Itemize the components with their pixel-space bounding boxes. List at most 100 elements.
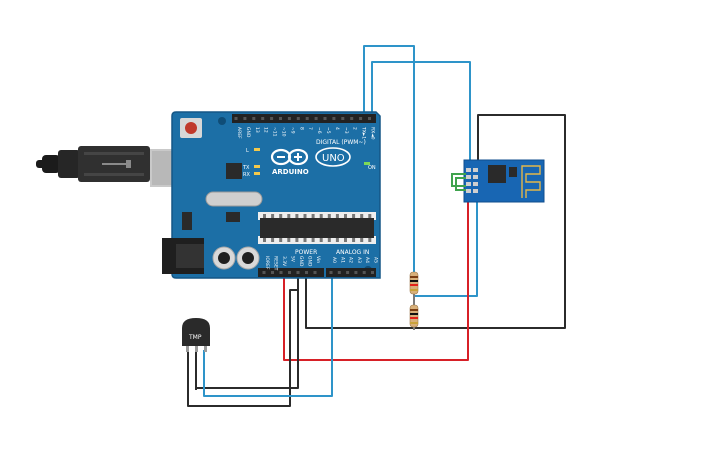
digital-pin-label: ~10 [281,127,287,137]
wire-green-stub[interactable] [455,177,466,191]
analog-pin-label: A5 [373,257,379,263]
wire-red-tmp-5v[interactable] [195,268,299,389]
pin-hole[interactable] [288,271,291,274]
digital-pin-label: 8 [298,127,304,130]
chip-leg [352,214,356,218]
model-label: UNO [322,153,345,164]
wire-red-3v3-esp[interactable] [283,193,469,361]
pin-hole[interactable] [296,117,300,120]
pin-hole[interactable] [329,271,333,274]
analog-header [326,268,376,277]
usb-chip [226,163,242,179]
wire-blue-rx-to-resistor[interactable] [363,45,415,283]
chip-leg [295,238,299,242]
pin-hole[interactable] [368,117,371,120]
digital-pin-label: RX◄0 [370,127,376,140]
led-rx-label: RX [243,172,250,178]
crystal [205,191,263,207]
pin-hole[interactable] [287,117,291,120]
esp-chip [488,165,506,183]
digital-label: DIGITAL (PWM~) [316,139,366,146]
chip-leg [271,238,275,242]
chip-leg [360,214,364,218]
chip-leg [368,214,372,218]
on-label: ON [368,165,376,171]
digital-pin-label: ~3 [343,127,349,134]
pin-hole[interactable] [270,117,274,120]
pin-hole[interactable] [261,117,265,120]
pin-hole[interactable] [350,117,354,120]
power-pin-label: RESET [273,256,279,271]
reset-button[interactable] [180,118,202,138]
pin-hole[interactable] [271,271,274,274]
pin-hole[interactable] [234,117,238,120]
pin-hole[interactable] [296,271,300,274]
pin-hole[interactable] [359,117,363,120]
tmp-sensor[interactable]: TMP [182,318,210,352]
pin-hole[interactable] [371,271,374,274]
pin-hole[interactable] [305,117,309,120]
digital-header [232,114,376,123]
digital-pin-label: 12 [263,127,269,133]
wire-blue-tmp-a0[interactable] [203,268,333,397]
pin-hole[interactable] [252,117,256,120]
power-pin-label: IOREF [264,256,270,270]
pin-hole[interactable] [323,117,327,120]
analog-pin-label: A1 [339,257,345,263]
power-pin-label: 3.3V [281,256,287,267]
pin-hole[interactable] [313,271,317,274]
digital-pin-label: ~11 [272,127,278,137]
resistor-1[interactable] [409,271,419,295]
pin-hole[interactable] [341,117,345,120]
power-label: POWER [295,249,317,256]
power-jack[interactable] [162,238,204,274]
digital-pin-label: ~9 [289,127,295,134]
chip-leg [279,238,283,242]
digital-pin-label: ~5 [325,127,331,134]
pin-hole[interactable] [332,117,336,120]
tmp-label: TMP [188,334,202,341]
chip-leg [311,238,315,242]
pin-hole[interactable] [279,271,283,274]
chip-leg [303,238,307,242]
digital-pin-label: TX►1 [361,126,367,139]
led-tx-label: TX [242,165,250,171]
analog-pin-label: A4 [364,257,370,263]
wire-black-esp-gnd[interactable] [305,114,566,329]
wire-green-stub[interactable] [451,173,466,187]
chip-leg [311,214,315,218]
analog-label: ANALOG IN [336,249,369,256]
digital-pin-label: 7 [307,127,313,130]
chip-leg [344,214,347,218]
pin-hole[interactable] [337,271,341,274]
digital-pin-label: 2 [352,127,358,130]
pin-hole[interactable] [314,117,318,120]
chip-leg [368,238,372,242]
pin-hole[interactable] [243,117,247,120]
resistor-2[interactable] [409,304,419,328]
pin-hole[interactable] [262,271,266,274]
chip-leg [360,238,364,242]
pin-hole[interactable] [362,271,366,274]
chip-leg [327,214,331,218]
digital-pin-label: ~6 [316,127,322,134]
power-pin-label: 5V [290,256,296,263]
pin-hole[interactable] [346,271,350,274]
mounting-hole [218,117,226,125]
status-leds [254,148,370,175]
atmega-chip [258,212,376,244]
wire-blue-tx-to-esp[interactable] [371,61,471,166]
chip-leg [271,214,275,218]
analog-pin-label: A0 [331,257,337,263]
wire-blue-esp-rx[interactable] [414,193,478,297]
pin-hole[interactable] [305,271,308,274]
esp8266-module[interactable] [451,159,545,203]
arduino-logo [270,147,351,167]
pin-hole[interactable] [279,117,282,120]
antenna-icon [521,165,541,198]
analog-pin-label: A3 [356,257,362,263]
brand-label: ARDUINO [272,168,309,176]
pin-hole[interactable] [354,271,358,274]
